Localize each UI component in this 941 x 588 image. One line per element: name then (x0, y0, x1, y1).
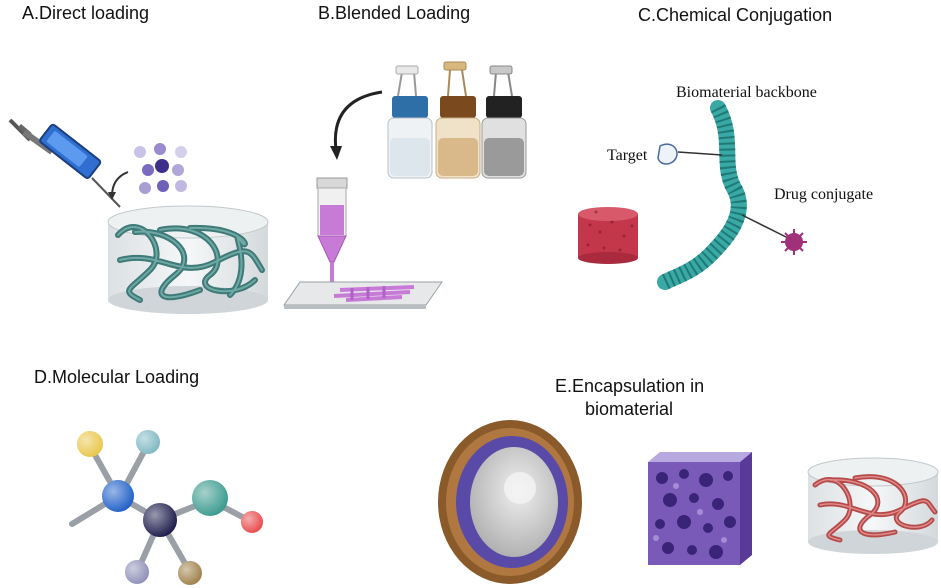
panel-c-title: C.Chemical Conjugation (638, 5, 833, 25)
hydrogel-a (107, 205, 269, 314)
panel-e-title-line1: E.Encapsulation in (555, 376, 705, 396)
biomaterial-backbone (657, 100, 747, 290)
sponge-scaffold (578, 207, 638, 264)
panel-d-title: D.Molecular Loading (34, 367, 200, 387)
drug-conjugate-label: Drug conjugate (774, 186, 874, 203)
porous-scaffold (648, 452, 752, 565)
bioprinter-nozzle (316, 177, 348, 296)
print-bed (283, 281, 443, 309)
bottles (387, 61, 527, 179)
backbone-label: Biomaterial backbone (676, 84, 817, 101)
panel-a-title: A.Direct loading (22, 3, 150, 23)
drug-particles (134, 143, 187, 194)
drug-conjugate-icon (781, 229, 807, 255)
target-shape (657, 143, 678, 165)
molecule-atoms (77, 430, 263, 585)
arrow-b (333, 90, 383, 151)
hydrogel-e (807, 457, 939, 554)
panel-b-title: B.Blended Loading (318, 3, 471, 23)
panel-e-title-line2: biomaterial (585, 399, 674, 419)
capsule (438, 420, 582, 584)
target-label: Target (607, 147, 648, 164)
syringe-icon (8, 118, 121, 208)
